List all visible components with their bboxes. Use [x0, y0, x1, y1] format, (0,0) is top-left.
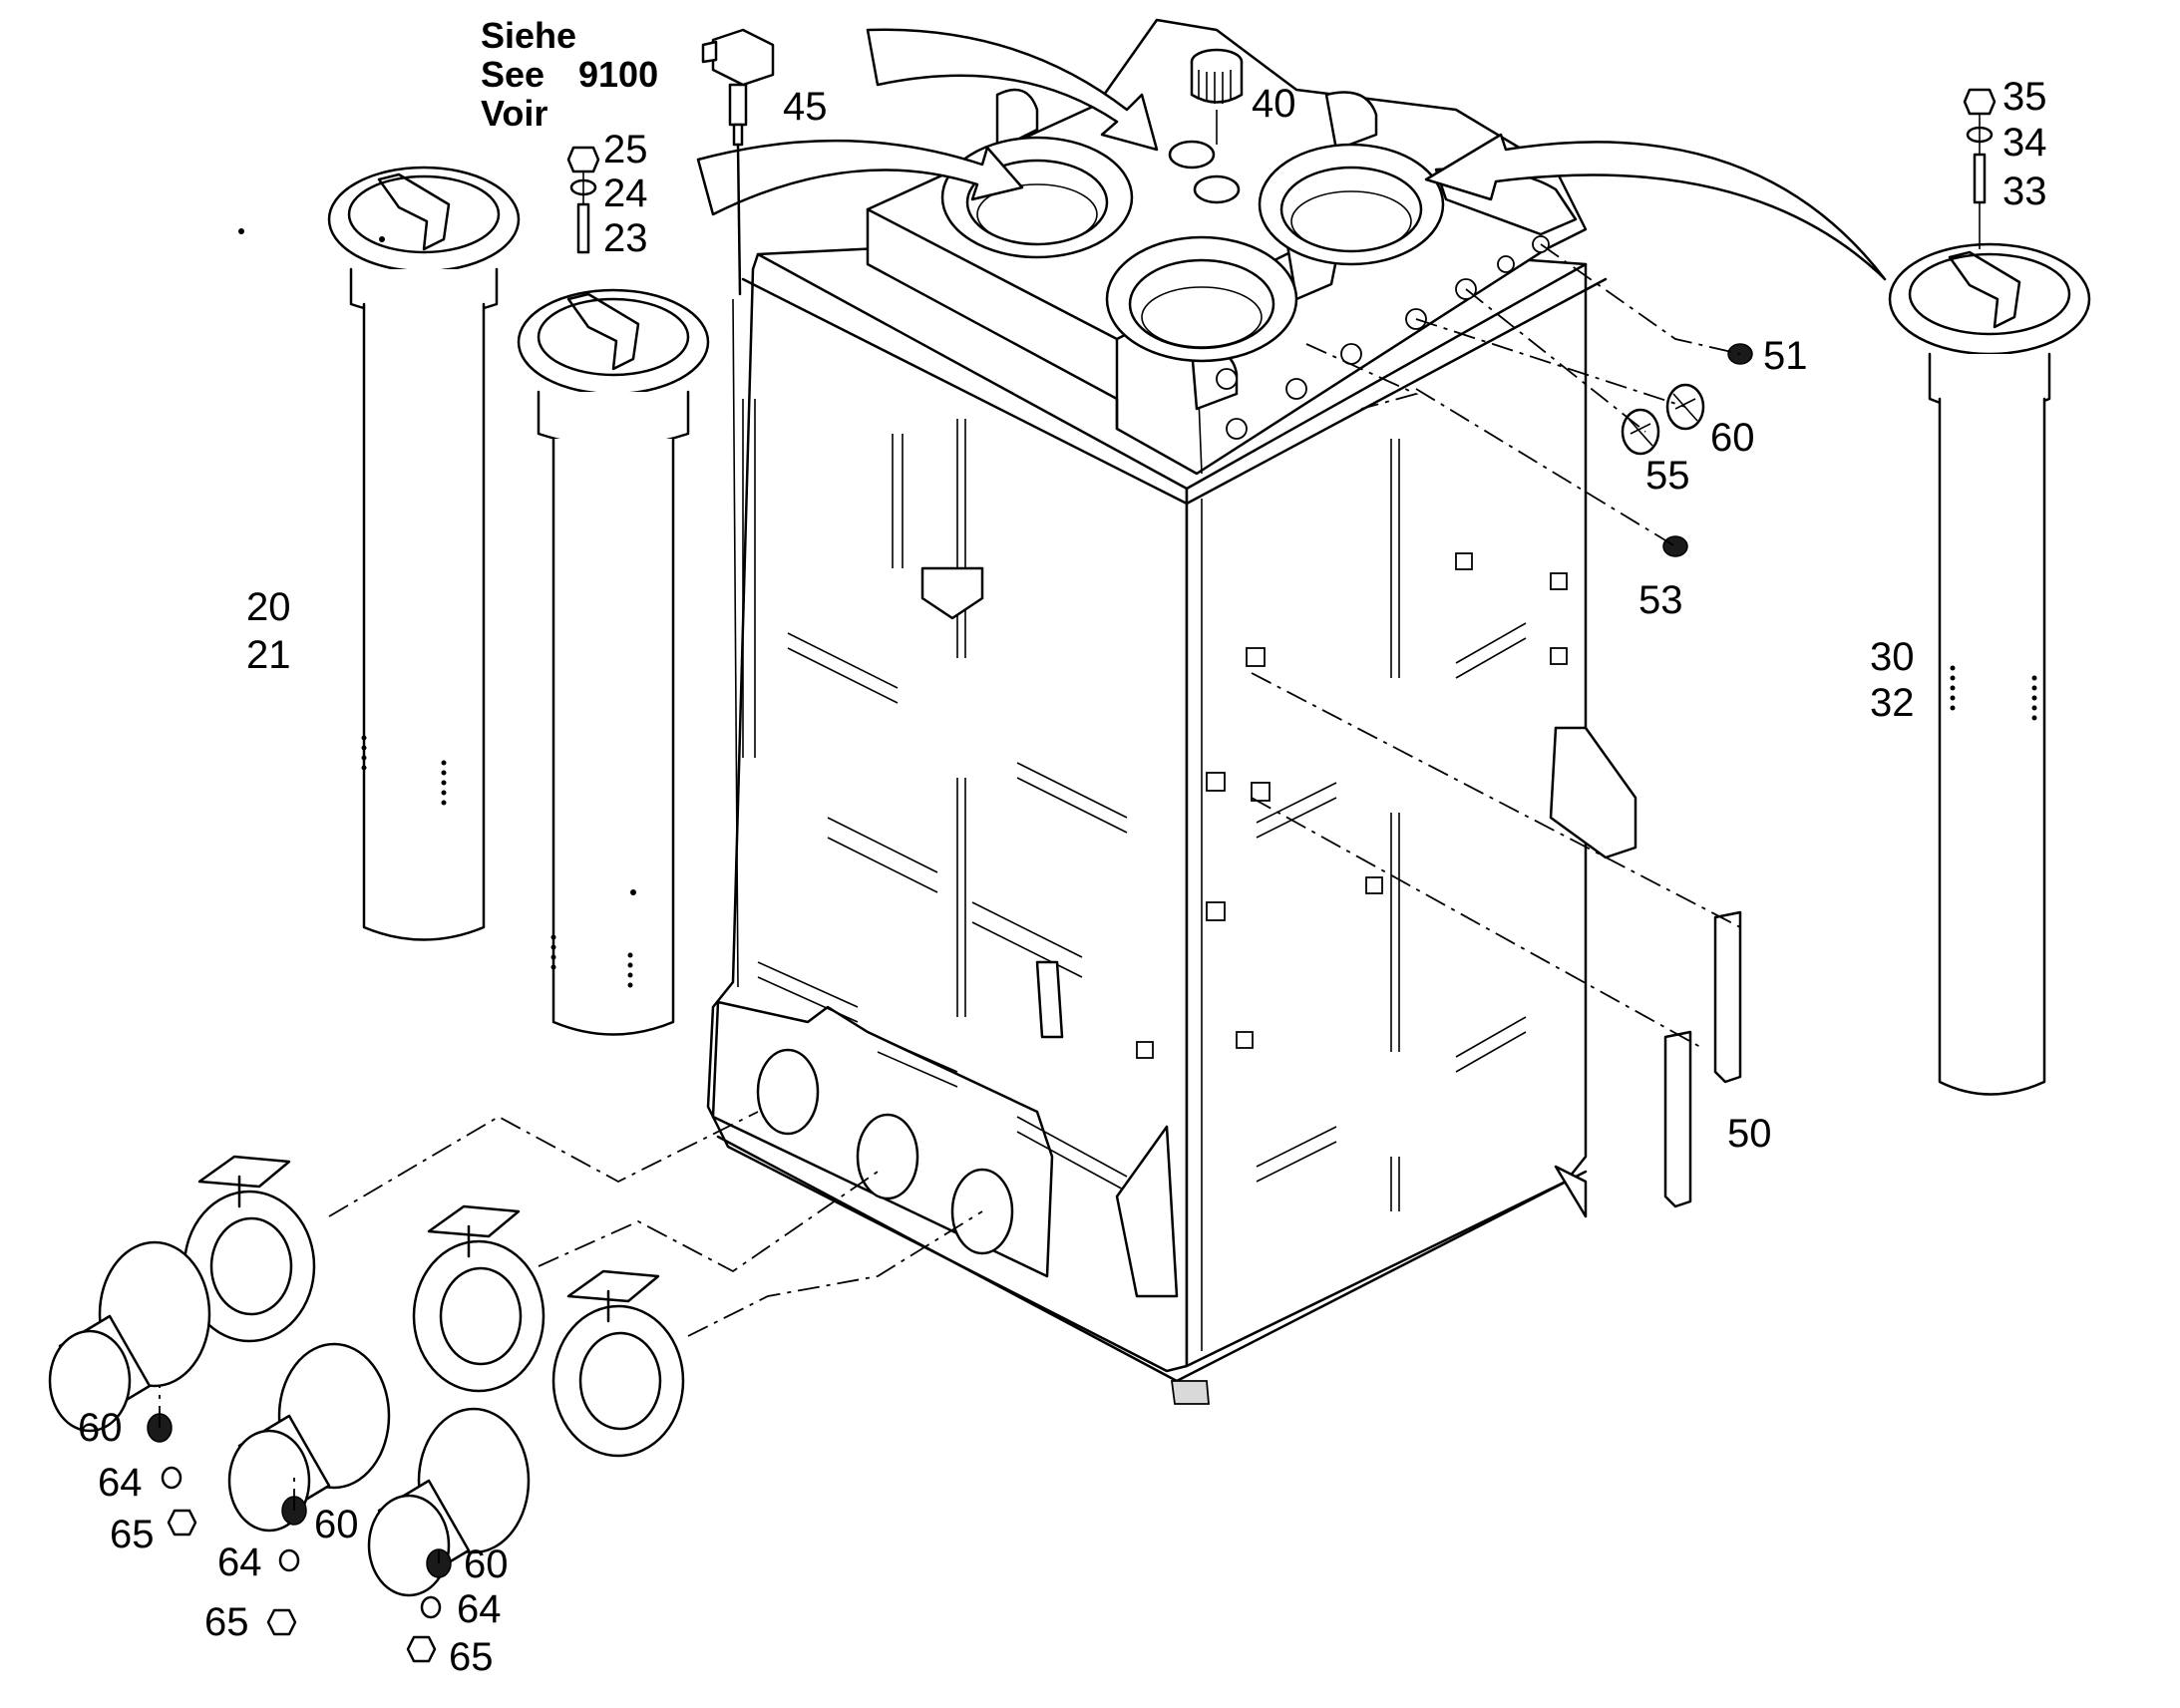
- label-33: 33: [2002, 170, 2047, 213]
- flow-arrows: [696, 28, 1887, 281]
- reference-note-number: 9100: [578, 54, 658, 95]
- label-23: 23: [603, 216, 648, 260]
- label-40: 40: [1252, 82, 1296, 126]
- reference-note-line-1: Siehe: [481, 15, 576, 56]
- top-opening-left: [940, 136, 1134, 259]
- label-30: 30: [1870, 635, 1915, 679]
- label-32: 32: [1870, 681, 1915, 725]
- tank-body: [706, 232, 1637, 1405]
- part-labels: 20 21 25 24 23 45 40 35 34 33 30 32 51 6…: [78, 75, 2047, 1679]
- stud-33: [1973, 153, 1987, 204]
- mounting-strips-50: [1663, 910, 1742, 1208]
- flow-arrow-top: [866, 28, 1159, 152]
- fitting-53: [1662, 535, 1688, 557]
- butterfly-valve-3: [551, 1269, 685, 1458]
- label-21: 21: [246, 633, 291, 677]
- label-60-right: 60: [1710, 416, 1755, 460]
- drain-plug: [1170, 1380, 1210, 1405]
- filter-element-30-32: [1888, 88, 2091, 1096]
- top-opening-right: [1258, 143, 1445, 266]
- label-50: 50: [1727, 1112, 1772, 1156]
- label-65-bottom: 65: [449, 1635, 494, 1679]
- label-53: 53: [1638, 578, 1683, 622]
- label-64-middle: 64: [217, 1540, 262, 1584]
- reference-note-line-3: Voir: [481, 93, 547, 134]
- label-65-left: 65: [110, 1513, 155, 1556]
- top-opening-center: [1105, 235, 1298, 363]
- label-64-bottom: 64: [457, 1587, 502, 1631]
- nut-25: [566, 146, 600, 173]
- label-34: 34: [2002, 121, 2047, 165]
- outlet-port-1: [756, 1048, 820, 1136]
- label-45: 45: [783, 85, 828, 129]
- butterfly-valve-1: [182, 1155, 316, 1343]
- assembly-center-lines: [159, 114, 1981, 1563]
- label-65-middle: 65: [204, 1600, 249, 1644]
- label-60-middle: 60: [314, 1503, 359, 1546]
- reference-note: Siehe See 9100 Voir: [481, 15, 658, 134]
- nut-35: [1963, 88, 1997, 116]
- label-60-left: 60: [78, 1406, 123, 1450]
- flange-adapter-2: [227, 1342, 391, 1533]
- filter-element-23-25: [517, 146, 710, 1036]
- valve-assembly: [48, 1155, 685, 1663]
- drain-fittings-1: [147, 1413, 197, 1537]
- label-25: 25: [603, 128, 648, 171]
- filler-cap-40: [1190, 48, 1244, 145]
- tank-top-deck: [866, 18, 1588, 476]
- label-51: 51: [1763, 334, 1808, 378]
- reference-note-line-2: See: [481, 54, 545, 95]
- flange-adapter-1: [48, 1240, 211, 1433]
- flow-arrow-right: [1424, 133, 1887, 281]
- filler-neck-upper: [1168, 140, 1216, 170]
- butterfly-valve-2: [412, 1204, 545, 1393]
- label-35: 35: [2002, 75, 2047, 119]
- label-20: 20: [246, 585, 291, 629]
- label-60-bottom: 60: [464, 1542, 509, 1586]
- label-55: 55: [1645, 454, 1690, 498]
- label-64-left: 64: [98, 1461, 143, 1505]
- filter-element-20-21: [238, 166, 521, 941]
- filler-neck-lower: [1193, 174, 1241, 204]
- label-24: 24: [603, 171, 648, 215]
- flow-arrow-left: [696, 139, 1024, 216]
- stud-23: [576, 202, 590, 254]
- sensor-45: [701, 28, 775, 296]
- outlet-port-2: [856, 1113, 919, 1200]
